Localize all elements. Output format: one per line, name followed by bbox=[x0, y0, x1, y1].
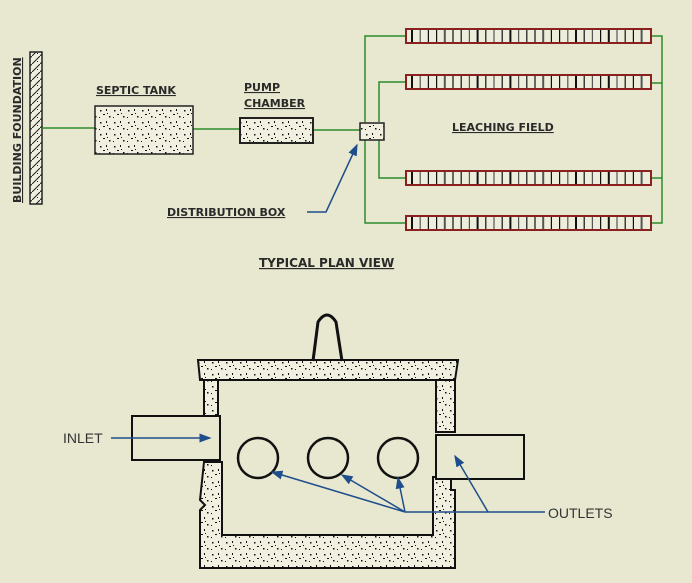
building-foundation bbox=[29, 51, 43, 205]
leaching-field-label: LEACHING FIELD bbox=[452, 121, 554, 134]
building-foundation-label: BUILDING FOUNDATION bbox=[11, 57, 24, 203]
leaching-line bbox=[405, 74, 652, 90]
pump-chamber-label-line1: PUMP bbox=[244, 81, 280, 94]
main-pipe bbox=[42, 127, 360, 131]
distribution-box-leader bbox=[307, 143, 358, 213]
leaching-line bbox=[405, 215, 652, 231]
septic-tank bbox=[94, 105, 194, 155]
lifting-handle bbox=[311, 313, 344, 362]
tank-section bbox=[196, 313, 460, 569]
distribution-box bbox=[359, 122, 385, 141]
pump-chamber-label-line2: CHAMBER bbox=[244, 97, 306, 110]
outlet-hole bbox=[306, 436, 350, 480]
distribution-piping bbox=[364, 35, 663, 224]
outlets-label: OUTLETS bbox=[548, 505, 613, 521]
inlet-label: INLET bbox=[63, 430, 103, 446]
pump-chamber bbox=[239, 117, 314, 144]
leaching-line bbox=[405, 28, 652, 44]
distribution-box-label: DISTRIBUTION BOX bbox=[167, 206, 286, 219]
outlets-leader bbox=[270, 454, 545, 513]
septic-tank-label: SEPTIC TANK bbox=[96, 84, 176, 97]
outlet-hole bbox=[376, 436, 420, 480]
leaching-lines bbox=[405, 28, 652, 231]
outlet-pipe bbox=[435, 434, 525, 480]
outlet-hole bbox=[236, 436, 280, 480]
plan-view-title: TYPICAL PLAN VIEW bbox=[259, 256, 394, 270]
leaching-line bbox=[405, 170, 652, 186]
